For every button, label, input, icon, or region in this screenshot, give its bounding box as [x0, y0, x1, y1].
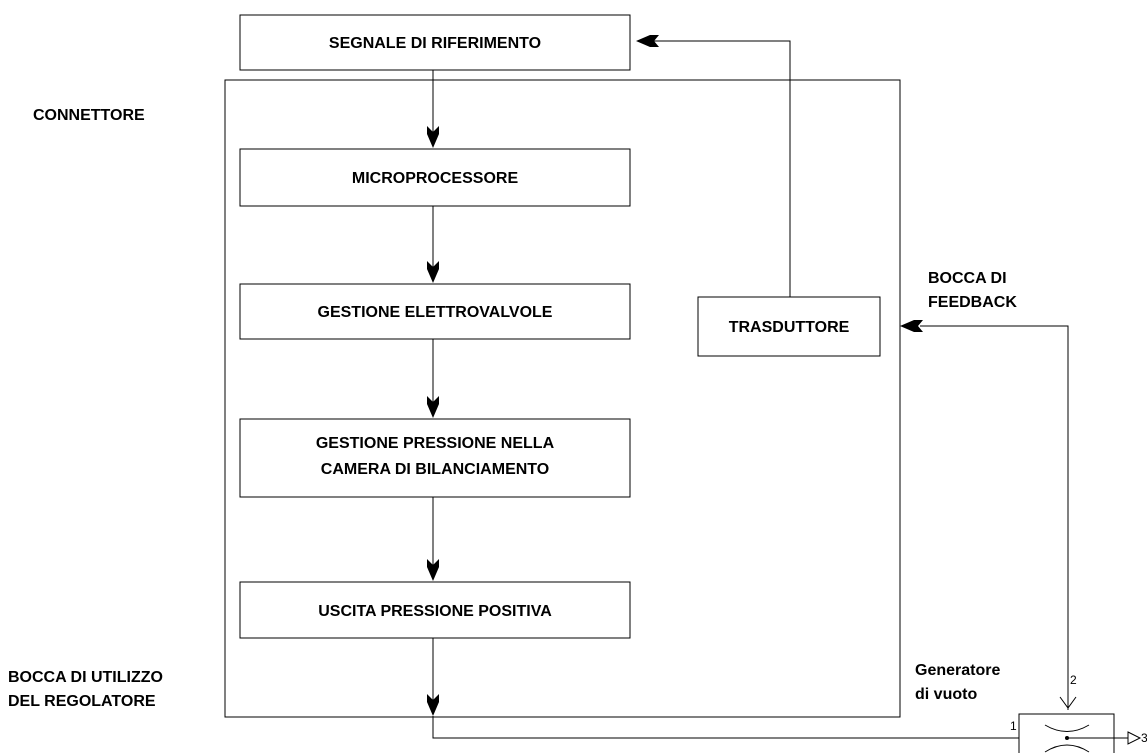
feedback-port-label-line-2: FEEDBACK — [928, 294, 1017, 311]
flow-arrow-valves-to-pressure — [427, 339, 439, 418]
vacuum-generator-symbol — [1018, 688, 1142, 753]
pressure-management-box — [239, 418, 631, 498]
port-number-3: 3 — [1141, 731, 1147, 745]
reference-signal-label: SEGNALE DI RIFERIMENTO — [329, 35, 541, 52]
transducer-label: TRASDUTTORE — [729, 319, 850, 336]
feedback-port-line — [900, 320, 1069, 688]
pressure-management-line-2: CAMERA DI BILANCIAMENTO — [321, 461, 549, 478]
positive-pressure-output-label: USCITA PRESSIONE POSITIVA — [318, 603, 552, 620]
microprocessor-box — [239, 148, 631, 207]
positive-pressure-output-box — [239, 581, 631, 639]
valve-management-box — [239, 283, 631, 340]
transducer-box — [697, 296, 881, 357]
reference-signal-box — [239, 14, 631, 71]
flow-arrow-reference-to-micro — [427, 70, 439, 148]
regulator-port-label-line-1: BOCCA DI UTILIZZO — [8, 669, 163, 686]
port-number-2: 2 — [1070, 673, 1077, 687]
valve-management-label: GESTIONE ELETTROVALVOLE — [318, 304, 553, 321]
microprocessor-label: MICROPROCESSORE — [352, 170, 519, 187]
output-line-to-vacuum-generator — [432, 716, 1019, 739]
flow-arrow-pressure-to-output — [427, 497, 439, 581]
vacuum-generator-label-line-2: di vuoto — [915, 686, 977, 703]
regulator-port-label-line-2: DEL REGOLATORE — [8, 693, 156, 710]
vacuum-generator-label-line-1: Generatore — [915, 662, 1000, 679]
feedback-line-to-reference — [636, 35, 791, 297]
port-number-1: 1 — [1010, 719, 1017, 733]
flow-arrow-micro-to-valves — [427, 206, 439, 283]
connector-label: CONNETTORE — [33, 107, 145, 124]
feedback-port-label-line-1: BOCCA DI — [928, 270, 1007, 287]
flow-arrow-output-to-port — [427, 638, 439, 716]
pressure-management-line-1: GESTIONE PRESSIONE NELLA — [316, 435, 555, 452]
